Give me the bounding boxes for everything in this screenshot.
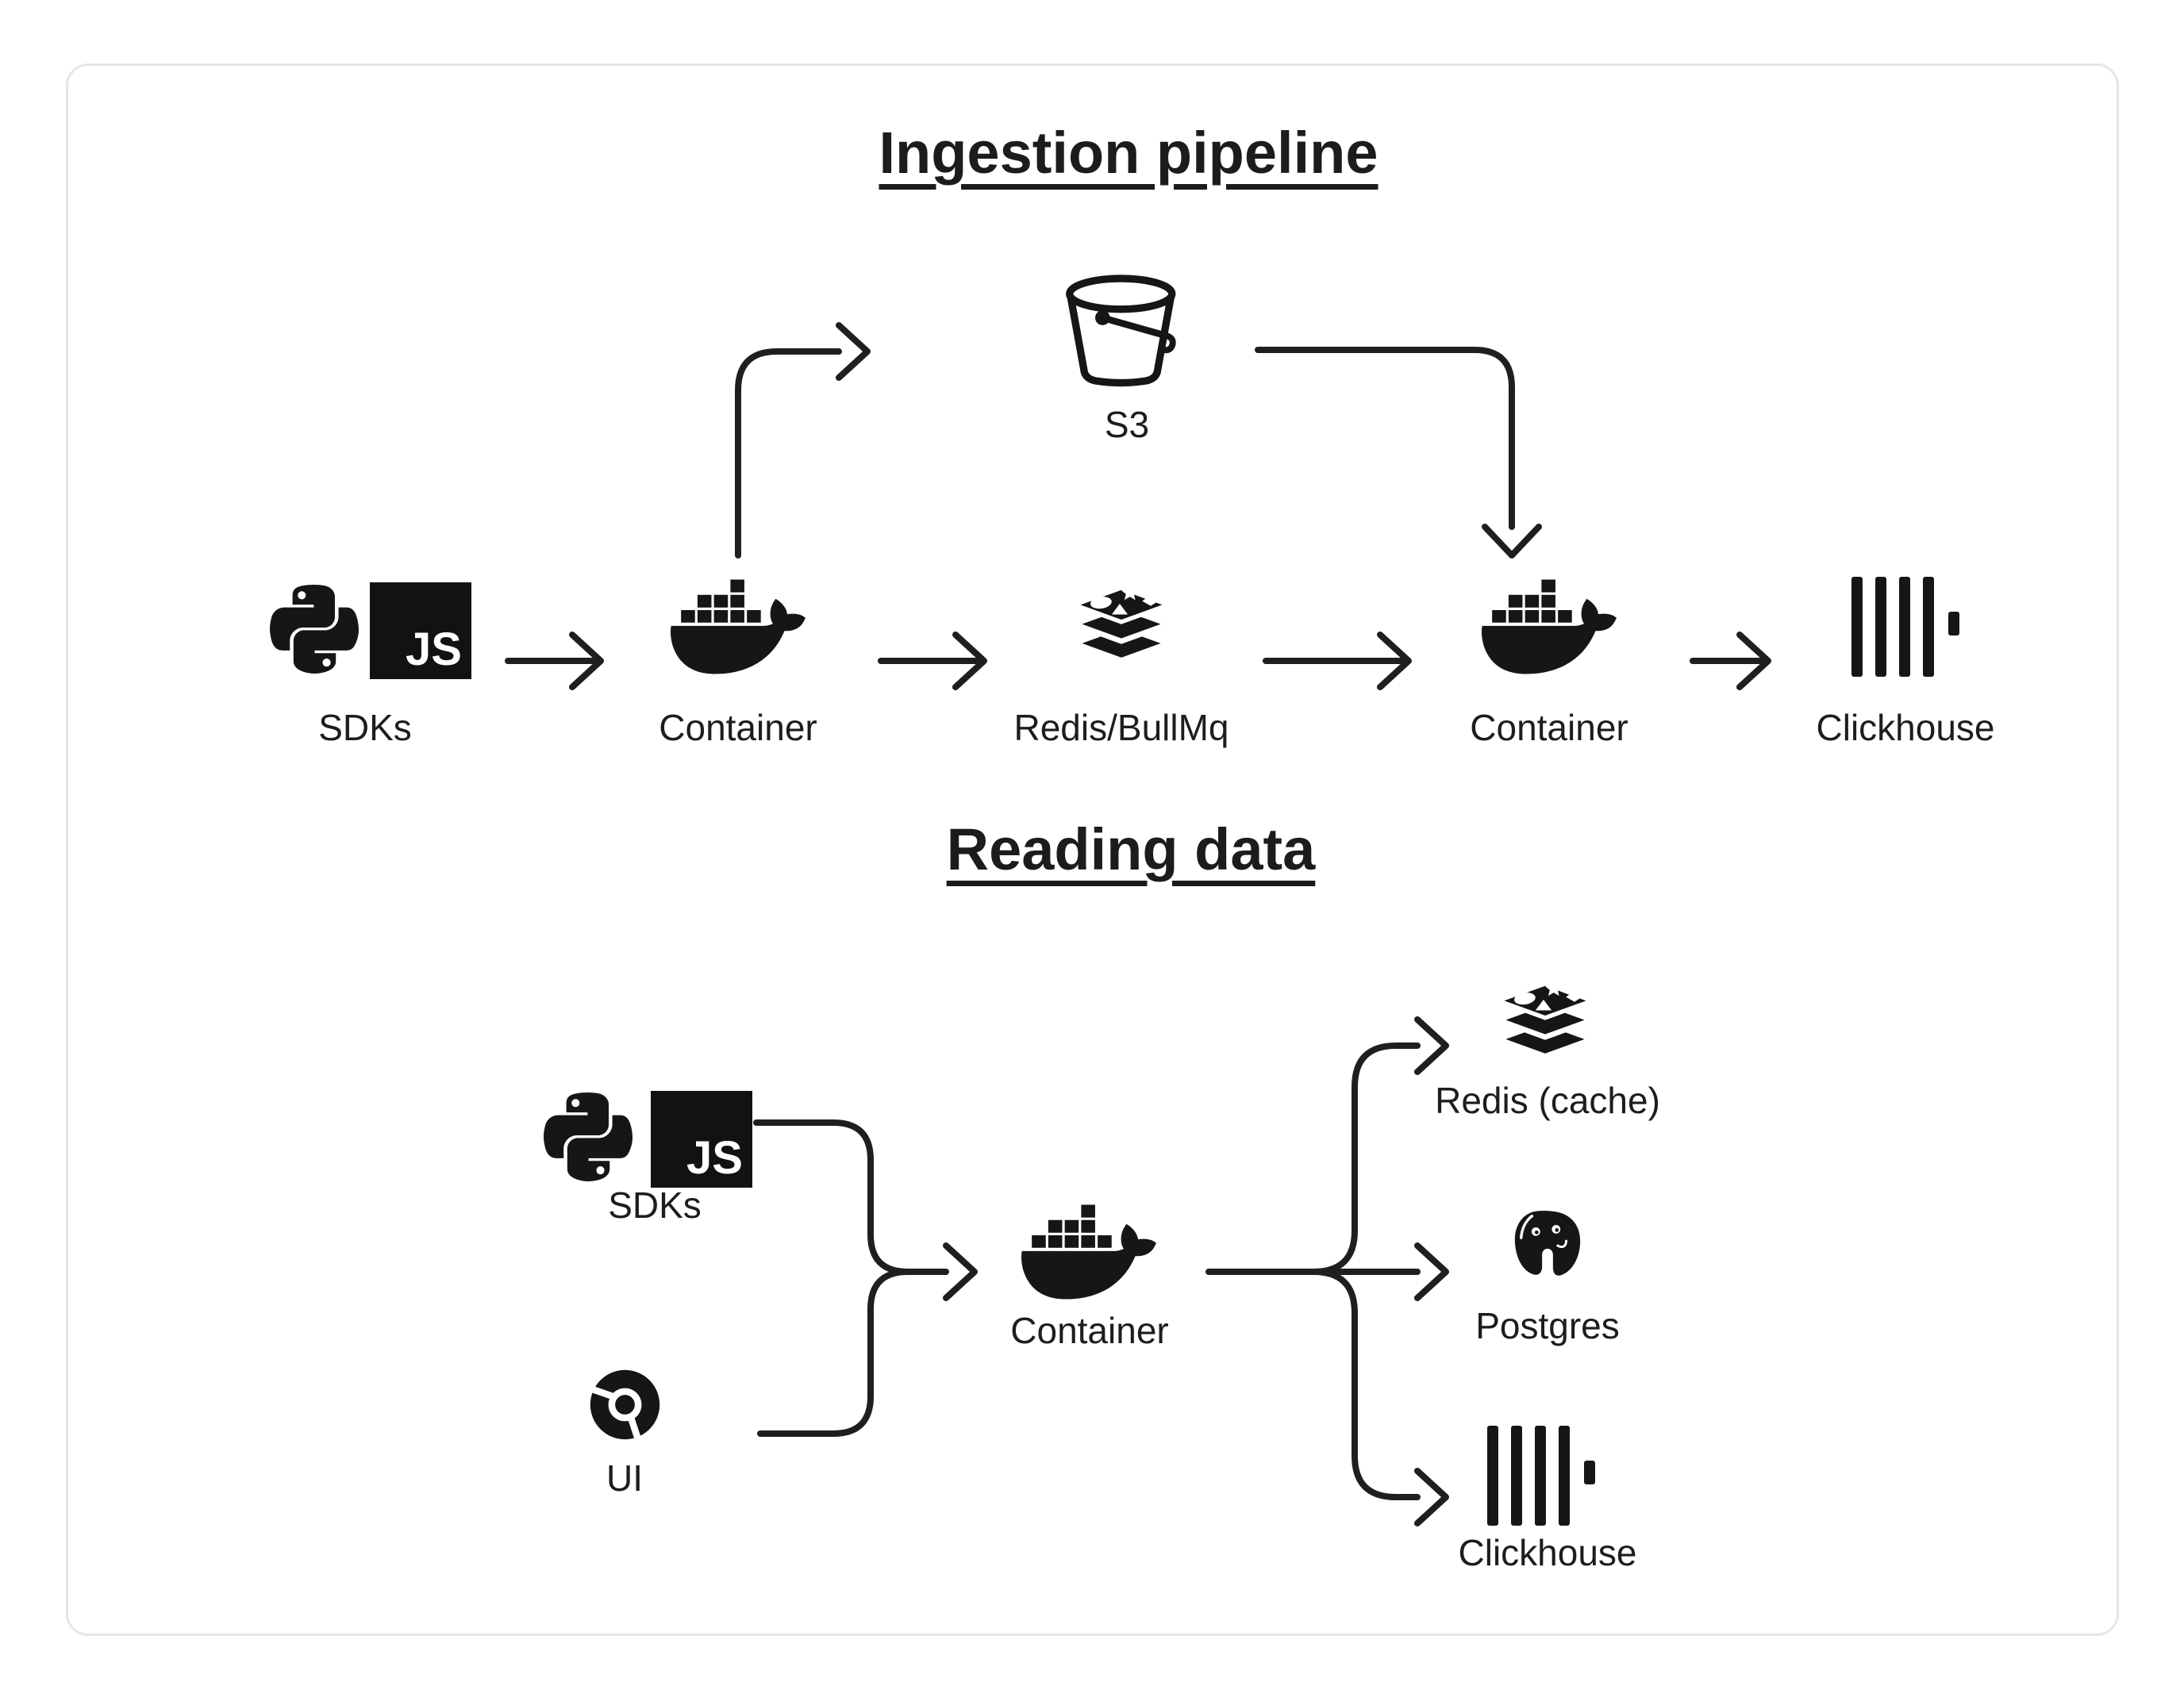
reading-title: Reading data bbox=[946, 816, 1316, 882]
redis-cache-label: Redis (cache) bbox=[1435, 1080, 1660, 1121]
clickhouse-label: Clickhouse bbox=[1458, 1532, 1637, 1573]
clickhouse-icon bbox=[1849, 577, 1962, 677]
arrowhead bbox=[1482, 524, 1542, 559]
edge-container-clickhouse2 bbox=[1310, 1269, 1421, 1500]
edge-container-redis-cache bbox=[1310, 1042, 1421, 1275]
edge-sdks-merge bbox=[753, 1119, 949, 1275]
arrowhead bbox=[836, 322, 871, 381]
docker-icon bbox=[671, 573, 806, 681]
javascript-icon: JS bbox=[370, 582, 471, 679]
sdks-label: SDKs bbox=[318, 707, 412, 748]
arrowhead bbox=[943, 1242, 978, 1301]
arrowhead bbox=[1414, 1242, 1449, 1301]
python-icon bbox=[270, 578, 359, 680]
s3-bucket-icon bbox=[1057, 275, 1194, 395]
redis-icon bbox=[1066, 579, 1177, 678]
s3-label: S3 bbox=[1104, 404, 1150, 445]
redis-bullmq-label: Redis/BullMq bbox=[1013, 707, 1229, 748]
postgres-icon bbox=[1509, 1195, 1586, 1296]
container-out-label: Container bbox=[1470, 707, 1628, 748]
python-icon bbox=[544, 1086, 633, 1188]
arrowhead bbox=[569, 632, 604, 690]
container-label: Container bbox=[1010, 1310, 1169, 1351]
docker-icon bbox=[1482, 573, 1617, 681]
arrowhead bbox=[1414, 1468, 1449, 1526]
arrowhead bbox=[952, 632, 987, 690]
redis-icon bbox=[1490, 975, 1601, 1073]
ingestion-title: Ingestion pipeline bbox=[879, 120, 1378, 186]
edge-container-s3 bbox=[735, 348, 842, 559]
postgres-label: Postgres bbox=[1475, 1305, 1620, 1346]
edge-s3-container bbox=[1255, 347, 1515, 530]
sdks-label: SDKs bbox=[608, 1185, 702, 1226]
container-in-label: Container bbox=[659, 707, 817, 748]
docker-icon bbox=[1021, 1198, 1156, 1306]
edge-ui-merge bbox=[757, 1269, 911, 1437]
clickhouse-icon bbox=[1485, 1426, 1598, 1526]
clickhouse-label: Clickhouse bbox=[1816, 707, 1995, 748]
chrome-icon bbox=[587, 1367, 663, 1442]
javascript-icon: JS bbox=[651, 1091, 752, 1188]
ui-label: UI bbox=[606, 1457, 643, 1499]
arrowhead bbox=[1414, 1016, 1449, 1075]
arrowhead bbox=[1736, 632, 1771, 690]
arrowhead bbox=[1377, 632, 1412, 690]
